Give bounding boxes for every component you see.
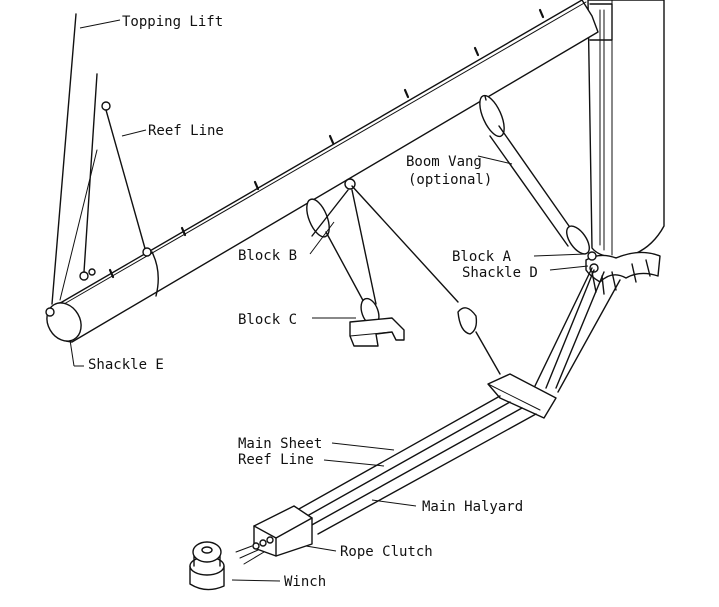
main-sheet-line — [351, 185, 501, 375]
label-topping-lift: Topping Lift — [122, 14, 223, 30]
control-lines — [289, 395, 537, 535]
leader-lines — [69, 19, 589, 582]
winch — [189, 541, 225, 591]
rope-clutch — [235, 505, 313, 565]
topping-lift — [51, 13, 98, 305]
boom-vang — [479, 94, 590, 255]
label-shackle-e: Shackle E — [88, 357, 164, 373]
mast — [585, 0, 665, 295]
label-block-b: Block B — [238, 248, 297, 264]
block-b-assembly — [306, 178, 380, 327]
label-block-c: Block C — [238, 312, 297, 328]
deck-organizer — [487, 373, 557, 419]
label-shackle-d: Shackle D — [462, 265, 538, 281]
label-winch: Winch — [284, 574, 326, 590]
label-rope-clutch: Rope Clutch — [340, 544, 433, 560]
label-block-a: Block A — [452, 249, 512, 265]
reef-line-upper — [101, 101, 152, 257]
label-boom-vang-note: (optional) — [408, 172, 492, 188]
label-main-sheet: Main Sheet — [238, 436, 322, 452]
label-main-halyard: Main Halyard — [422, 499, 523, 515]
label-boom-vang: Boom Vang — [406, 154, 482, 170]
block-a — [533, 251, 621, 393]
label-reef-line-upper: Reef Line — [148, 123, 224, 139]
label-reef-line-lower: Reef Line — [238, 452, 314, 468]
block-c-base — [349, 317, 405, 347]
